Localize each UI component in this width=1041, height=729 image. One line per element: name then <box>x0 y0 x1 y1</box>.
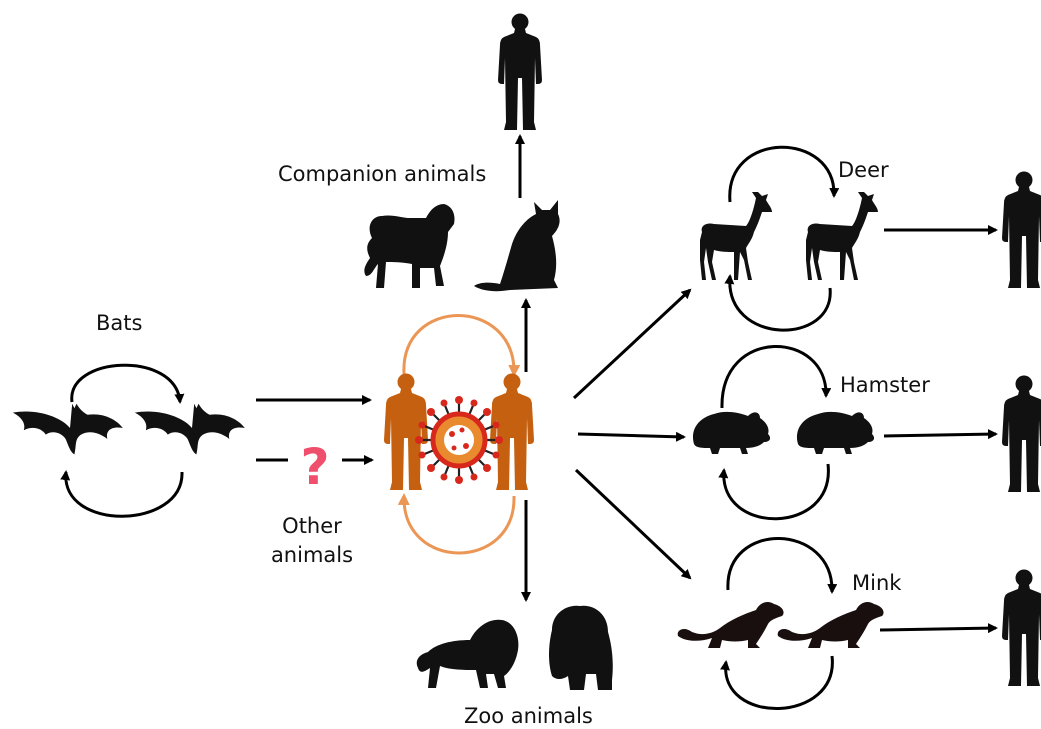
human-host-right <box>490 374 534 491</box>
mink-right <box>778 602 884 648</box>
arrow-mink-to-person <box>880 628 996 630</box>
lion-silhouette <box>417 620 519 688</box>
arrow-human-to-deer <box>574 290 690 398</box>
arrow-human-to-hamster <box>578 434 684 437</box>
hamster-loop-bottom <box>724 464 829 519</box>
label-bats: Bats <box>96 313 142 334</box>
unknown-host-icon: ? <box>300 438 329 496</box>
human-loop-bottom <box>404 496 514 553</box>
label-hamster: Hamster <box>840 375 930 396</box>
person-top <box>498 14 542 131</box>
human-loop-top <box>404 316 514 375</box>
virus-icon <box>415 396 503 484</box>
person-hamster <box>1002 376 1041 493</box>
bats-loop-bottom <box>66 472 182 516</box>
bat-left <box>13 404 123 455</box>
hamster-right <box>797 412 874 454</box>
deer-right <box>806 192 878 280</box>
cat-silhouette <box>474 200 560 291</box>
human-host-left <box>384 374 428 491</box>
gorilla-silhouette <box>549 606 613 690</box>
label-other-line2: animals <box>256 541 368 570</box>
arrow-human-to-mink <box>576 470 690 578</box>
hamster-loop-top <box>722 346 826 408</box>
arrow-hamster-to-person <box>884 434 996 436</box>
label-companion-animals: Companion animals <box>278 164 486 185</box>
label-mink: Mink <box>852 573 901 594</box>
mink-left <box>678 602 784 648</box>
mink-loop-bottom <box>726 656 833 709</box>
label-other-animals: Other animals <box>256 512 368 570</box>
deer-left <box>700 192 772 280</box>
dog-silhouette <box>364 204 454 288</box>
label-other-line1: Other <box>256 512 368 541</box>
label-deer: Deer <box>838 160 889 181</box>
person-mink <box>1002 570 1041 687</box>
person-deer <box>1002 172 1041 289</box>
bat-right <box>135 404 245 455</box>
mink-loop-top <box>728 538 832 592</box>
deer-loop-top <box>730 147 834 202</box>
hamster-left <box>693 412 770 454</box>
label-zoo-animals: Zoo animals <box>464 706 593 727</box>
bats-loop-top <box>72 365 180 402</box>
deer-loop-bottom <box>730 276 830 330</box>
